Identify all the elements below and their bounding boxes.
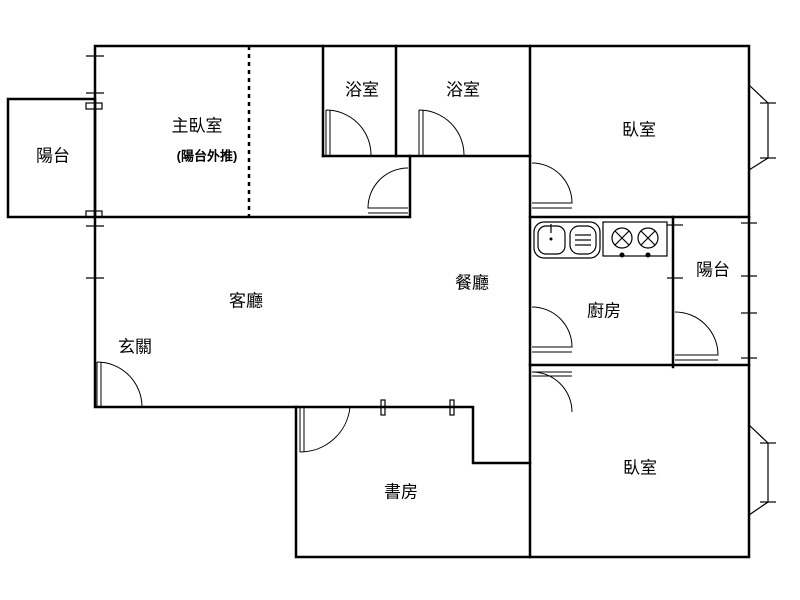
label-living-room: 客廳 bbox=[229, 291, 263, 310]
label-bath-1: 浴室 bbox=[345, 80, 379, 99]
label-dining-room: 餐廳 bbox=[455, 273, 489, 292]
label-study: 書房 bbox=[384, 482, 418, 501]
west-balcony-outline bbox=[6, 97, 97, 219]
kitchen-fixtures bbox=[533, 221, 668, 259]
room-labels: 陽台 主臥室 (陽台外推) 浴室 浴室 臥室 客廳 餐廳 玄關 廚房 陽台 書房… bbox=[36, 80, 730, 501]
label-balcony-west: 陽台 bbox=[36, 146, 70, 165]
label-bedroom-se: 臥室 bbox=[623, 458, 657, 477]
label-master-bedroom: 主臥室 bbox=[172, 116, 223, 135]
label-entrance: 玄關 bbox=[118, 337, 152, 356]
sink-icon bbox=[533, 221, 601, 259]
label-master-note: (陽台外推) bbox=[177, 148, 238, 163]
walls bbox=[6, 44, 751, 559]
stove-icon bbox=[602, 221, 668, 257]
label-kitchen: 廚房 bbox=[587, 300, 621, 320]
label-bath-2: 浴室 bbox=[446, 80, 480, 99]
windows bbox=[85, 55, 776, 516]
label-bedroom-ne: 臥室 bbox=[622, 120, 656, 139]
label-balcony-east: 陽台 bbox=[696, 260, 730, 279]
doors bbox=[96, 109, 719, 453]
